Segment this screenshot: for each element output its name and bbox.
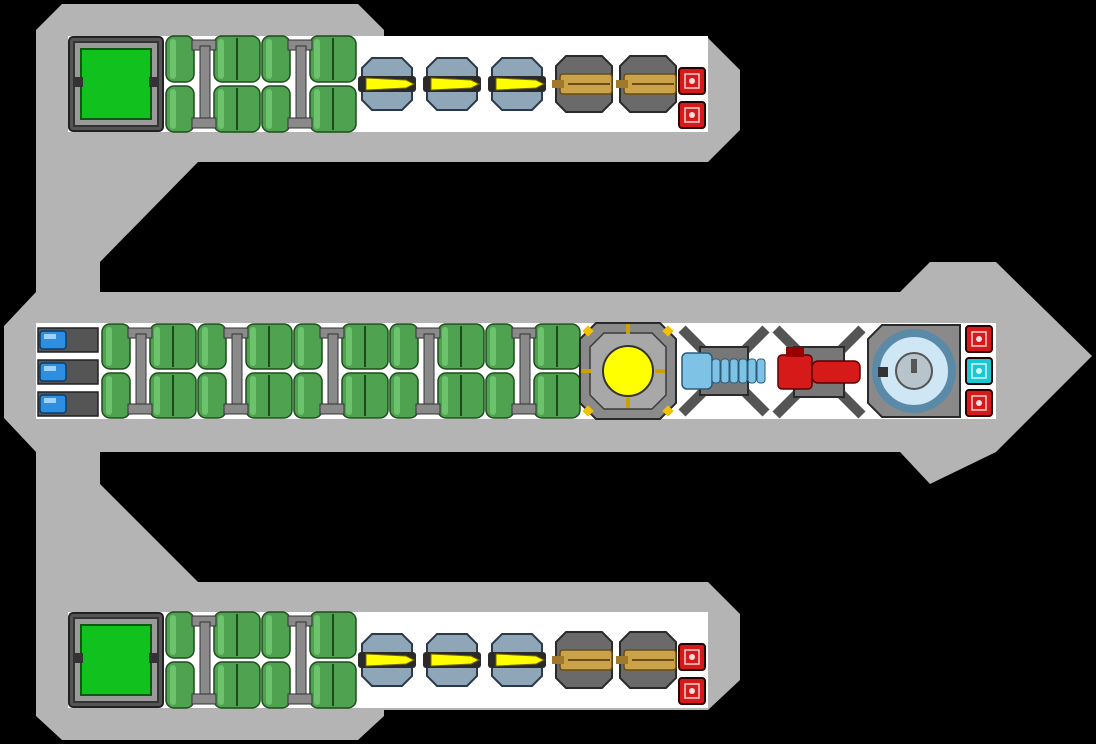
shield-generator-icon [867,324,961,418]
energy-cell-icon [965,357,993,385]
fuel-tank-icon [261,35,357,133]
laser-cannon-icon [772,325,866,419]
top-arm [68,35,708,133]
fuel-tank-icon [165,611,261,709]
ammo-box-icon [678,101,706,129]
fuel-tank-icon [293,323,389,419]
missile-launcher-icon [358,57,416,111]
autocannon-icon [616,631,677,689]
missile-launcher-icon [358,633,416,687]
autocannon-icon [552,631,613,689]
thruster-icon [37,391,99,417]
cockpit-icon [68,612,164,708]
fuel-tank-icon [165,35,261,133]
autocannon-icon [552,55,613,113]
fuel-tank-icon [261,611,357,709]
ammo-box-icon [965,389,993,417]
ammo-box-icon [678,643,706,671]
ammo-box-icon [965,325,993,353]
bottom-arm [68,611,708,709]
fuel-tank-icon [485,323,581,419]
fuel-tank-icon [389,323,485,419]
ammo-box-icon [678,67,706,95]
missile-launcher-icon [488,57,546,111]
ion-cannon-icon [678,325,770,417]
fuel-tank-icon [101,323,197,419]
reactor-icon [579,322,677,420]
autocannon-icon [616,55,677,113]
missile-launcher-icon [423,57,481,111]
center-spine [36,322,996,420]
thruster-icon [37,359,99,385]
fuel-tank-icon [197,323,293,419]
thruster-icon [37,327,99,353]
missile-launcher-icon [423,633,481,687]
ammo-box-icon [678,677,706,705]
cockpit-icon [68,36,164,132]
missile-launcher-icon [488,633,546,687]
